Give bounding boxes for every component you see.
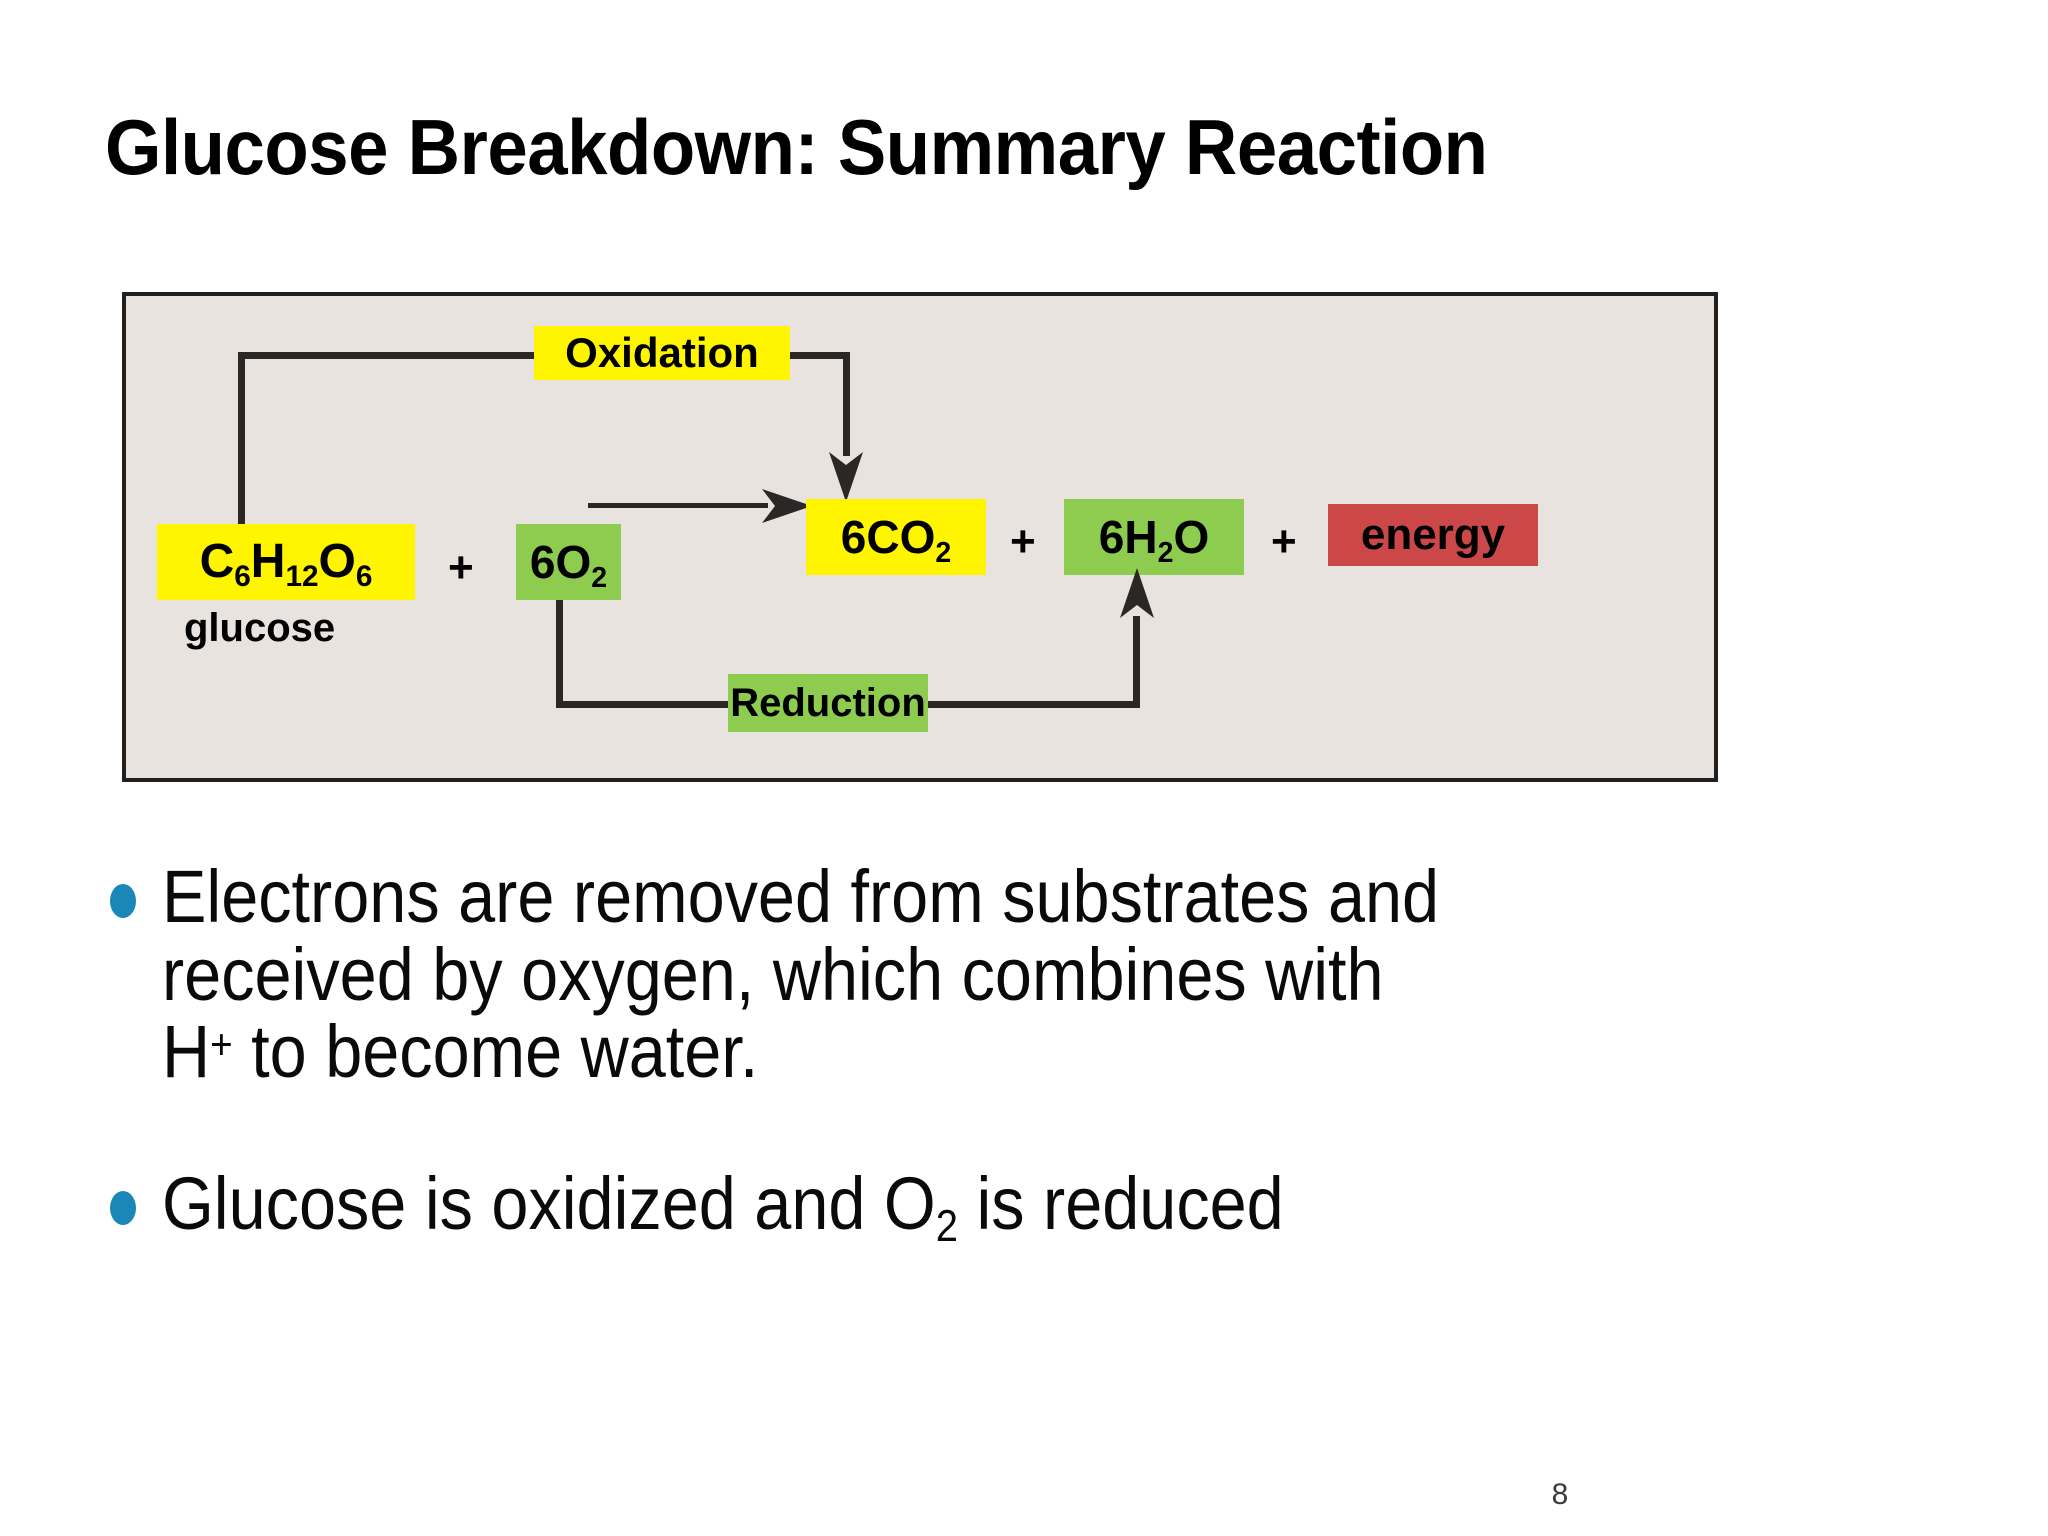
reduction-label-text: Reduction xyxy=(730,681,926,725)
list-item: Glucose is oxidized and O2 is reduced xyxy=(110,1162,1990,1251)
list-item: Electrons are removed from substrates an… xyxy=(110,858,1990,1091)
bullet-electrons-line-3: H+ to become water. xyxy=(162,1010,759,1094)
bullet-glucose-oxidized-text: Glucose is oxidized and O2 is reduced xyxy=(162,1162,1284,1251)
reaction-arrowhead-icon xyxy=(762,489,812,523)
page-title: Glucose Breakdown: Summary Reaction xyxy=(105,103,1488,191)
glucose-caption: glucose xyxy=(184,606,336,650)
bullet-electrons-text: Electrons are removed from substrates an… xyxy=(162,858,1807,1091)
reduction-line-riser xyxy=(1133,616,1140,706)
bullet-list: Electrons are removed from substrates an… xyxy=(110,858,1990,1251)
reaction-arrow-shaft xyxy=(588,503,768,508)
co2-formula: 6CO2 xyxy=(840,511,952,569)
reduction-line-bottom-right xyxy=(928,701,1140,708)
oxidation-line-descender xyxy=(843,352,850,456)
glucose-formula: C6H12O6 xyxy=(199,535,373,593)
oxygen-formula: 6O2 xyxy=(529,536,608,594)
product-water-box: 6H2O xyxy=(1064,499,1244,575)
plus-sign-2: + xyxy=(1010,517,1036,566)
reduction-label: Reduction xyxy=(728,674,928,732)
plus-sign-1: + xyxy=(448,543,474,592)
page-number: 8 xyxy=(1551,1478,1569,1511)
reactant-glucose-box: C6H12O6 xyxy=(157,524,415,600)
reduction-arrowhead-icon xyxy=(1120,568,1154,618)
water-formula: 6H2O xyxy=(1098,511,1210,569)
reduction-line-bottom-left xyxy=(556,701,728,708)
bullet-electrons-line-2: received by oxygen, which combines with xyxy=(162,932,1384,1016)
bullet-electrons-line-1: Electrons are removed from substrates an… xyxy=(162,855,1440,938)
product-co2-box: 6CO2 xyxy=(806,499,986,575)
oxidation-label-text: Oxidation xyxy=(565,329,759,376)
oxidation-line-top-right xyxy=(790,352,850,359)
reactant-oxygen-box: 6O2 xyxy=(516,524,621,600)
oxidation-arrowhead-icon xyxy=(829,452,863,502)
summary-reaction-diagram: Oxidation C6H12O6 glucose + 6O2 6CO2 + 6… xyxy=(122,292,1718,782)
reduction-line-descender xyxy=(556,600,563,708)
oxidation-line-top-left xyxy=(238,352,534,359)
bullet-dot-icon xyxy=(110,1191,136,1226)
product-energy-box: energy xyxy=(1328,504,1538,566)
plus-sign-3: + xyxy=(1271,517,1297,566)
energy-label: energy xyxy=(1360,510,1506,559)
oxidation-line-riser xyxy=(238,352,245,528)
oxidation-label: Oxidation xyxy=(534,326,790,380)
bullet-dot-icon xyxy=(110,884,136,918)
